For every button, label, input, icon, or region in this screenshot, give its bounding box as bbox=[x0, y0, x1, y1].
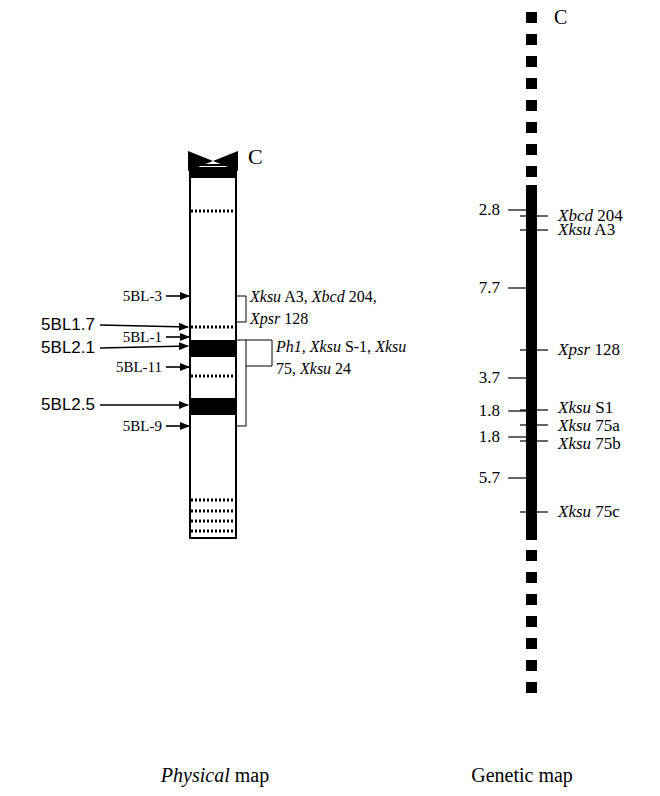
map-label: 5BL2.1 bbox=[41, 338, 95, 358]
ticks bbox=[508, 210, 548, 512]
map-label: C bbox=[248, 144, 263, 170]
map-label: 5BL2.5 bbox=[41, 395, 95, 415]
genetic-bar bbox=[526, 12, 537, 693]
map-label: 3.7 bbox=[479, 368, 500, 388]
map-label: Physical map bbox=[161, 763, 269, 787]
map-label: 5BL-9 bbox=[123, 417, 162, 435]
map-label: Xksu S1 bbox=[558, 398, 613, 418]
map-label: 1.8 bbox=[479, 401, 500, 421]
arrows bbox=[100, 296, 189, 426]
map-label: Genetic map bbox=[471, 763, 573, 787]
map-label: Ph1, Xksu S-1, Xksu 75, Xksu 24 bbox=[276, 336, 410, 380]
chromosome bbox=[188, 151, 238, 538]
map-label: Xksu 75a bbox=[558, 416, 620, 436]
map-label: 5BL-1 bbox=[123, 328, 162, 346]
map-label: Xksu 75c bbox=[558, 502, 620, 522]
map-label: Xpsr 128 bbox=[558, 340, 620, 360]
map-label: Xksu A3 bbox=[558, 220, 615, 240]
map-label: 2.8 bbox=[479, 200, 500, 220]
map-label: 5BL-3 bbox=[123, 287, 162, 305]
map-label: 1.8 bbox=[479, 427, 500, 447]
map-label: C bbox=[554, 5, 567, 29]
map-label: 5BL-11 bbox=[116, 358, 162, 376]
map-label: Xksu 75b bbox=[558, 434, 621, 454]
map-label: Xksu A3, Xbcd 204, Xpsr 128 bbox=[250, 286, 400, 330]
map-label: 5BL1.7 bbox=[41, 315, 95, 335]
map-label: 5.7 bbox=[479, 468, 500, 488]
map-label: 7.7 bbox=[479, 278, 500, 298]
